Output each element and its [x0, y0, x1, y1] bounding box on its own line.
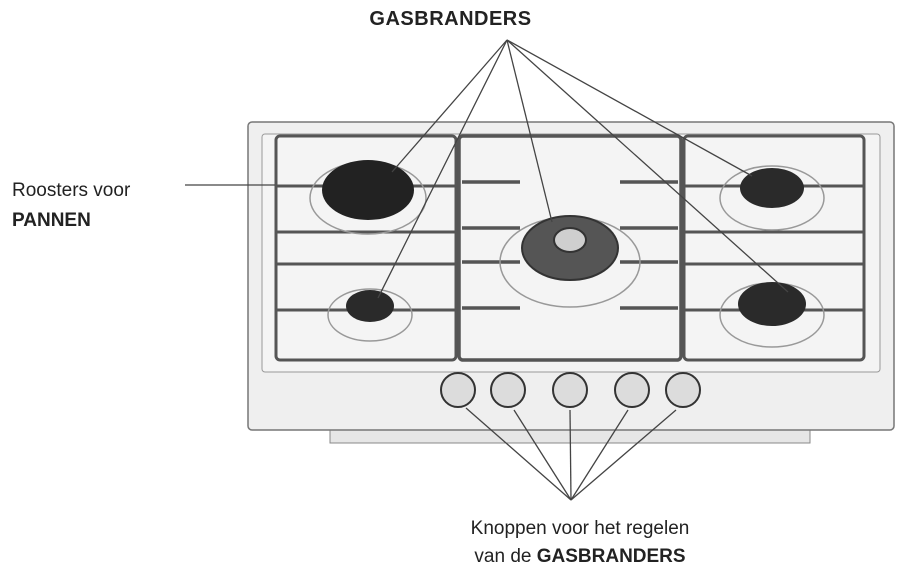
knob-5 [666, 373, 700, 407]
knob-1 [441, 373, 475, 407]
label-knoppen-line1: Knoppen voor het regelen [420, 515, 740, 543]
label-knoppen-bold: GASBRANDERS [537, 546, 686, 567]
label-roosters: Roosters voor PANNEN [12, 176, 130, 236]
label-knoppen-line2: van de GASBRANDERS [420, 543, 740, 571]
knob-2 [491, 373, 525, 407]
label-gasbranders-top: GASBRANDERS [0, 8, 901, 31]
label-knoppen: Knoppen voor het regelen van de GASBRAND… [420, 515, 740, 571]
label-knoppen-prefix: van de [474, 546, 536, 567]
label-roosters-line1: Roosters voor [12, 180, 130, 201]
knob-4 [615, 373, 649, 407]
label-roosters-line2: PANNEN [12, 206, 130, 236]
knob-3 [553, 373, 587, 407]
